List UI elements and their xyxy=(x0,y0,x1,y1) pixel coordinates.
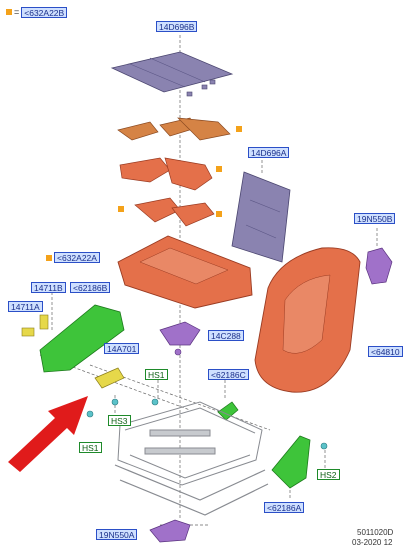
seat-cushion-foam xyxy=(117,235,253,309)
cushion-pad-pieces xyxy=(117,117,231,141)
legend: = <632A22B xyxy=(6,6,68,18)
callout-HS3: HS3 xyxy=(108,415,131,426)
callout-62186B: <62186B xyxy=(70,282,111,293)
backrest-foam xyxy=(254,247,361,393)
legend-equals: = xyxy=(14,7,20,17)
callout-64810: <64810 xyxy=(368,346,403,357)
legend-code: <632A22B xyxy=(21,6,68,18)
callout-14C288: 14C288 xyxy=(208,330,244,341)
callout-HS2: HS2 xyxy=(317,469,340,480)
side-trim-small xyxy=(217,401,239,421)
wiring-harness xyxy=(159,321,201,356)
orange-marker-icons xyxy=(46,126,242,261)
callout-14D696A: 14D696A xyxy=(248,147,290,158)
callout-19N550A: 19N550A xyxy=(96,529,138,540)
callout-632A22A: <632A22A xyxy=(54,252,100,263)
clip-parts xyxy=(186,79,216,97)
actuator-motor-lower xyxy=(149,519,191,543)
seat-cushion-mat-part xyxy=(110,51,234,93)
seat-side-shield-right xyxy=(271,435,311,489)
diagram-date: 03-2020 12 xyxy=(352,538,393,547)
callout-19N550B: 19N550B xyxy=(354,213,396,224)
callout-62186A: <62186A xyxy=(264,502,305,513)
callout-14D696B: 14D696B xyxy=(156,21,198,32)
switch-knob-left xyxy=(21,314,49,337)
switch-module xyxy=(94,367,125,389)
orange-square-icon xyxy=(6,9,12,15)
seat-side-shield-left xyxy=(39,304,125,373)
seat-frame xyxy=(114,401,269,516)
diagram-reference: 5011020D xyxy=(357,528,394,537)
screw-icons xyxy=(86,398,328,450)
backrest-mat-part xyxy=(231,171,291,263)
actuator-motor-upper xyxy=(365,247,393,285)
callout-14711A: 14711A xyxy=(8,301,43,312)
callout-14711B: 14711B xyxy=(31,282,66,293)
callout-HS1-lower: HS1 xyxy=(79,442,102,453)
callout-HS1-upper: HS1 xyxy=(145,369,168,380)
callout-62186C: <62186C xyxy=(208,369,249,380)
callout-14A701: 14A701 xyxy=(104,343,140,354)
bolster-foam-pieces xyxy=(119,157,215,227)
red-pointer-arrow-icon xyxy=(8,396,88,472)
